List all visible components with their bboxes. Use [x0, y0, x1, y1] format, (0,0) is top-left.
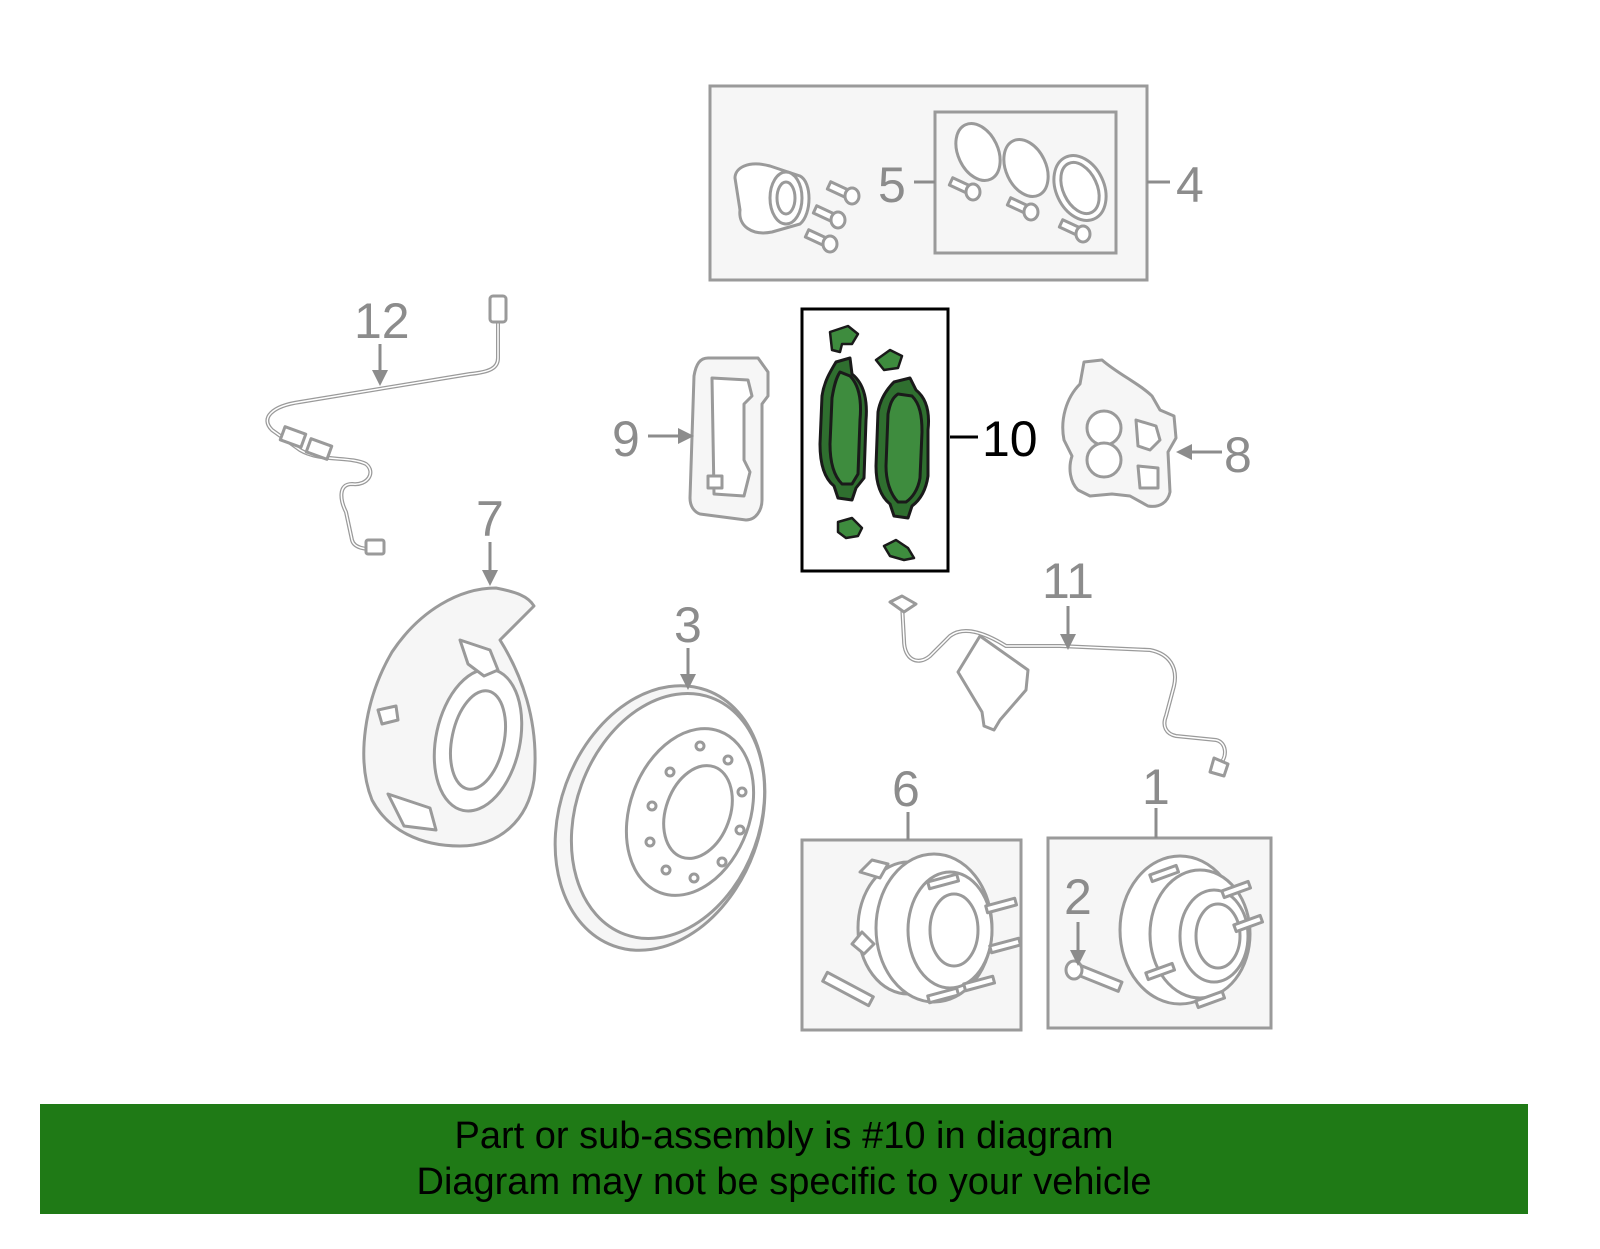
callout-4: 4	[1176, 157, 1204, 213]
part-9-caliper-bracket[interactable]: 9	[612, 356, 770, 522]
bolt-icon	[803, 180, 861, 254]
callout-8: 8	[1224, 427, 1252, 483]
callout-10: 10	[982, 411, 1038, 467]
wheel-stud-icon	[1144, 863, 1265, 1010]
part-6-hub-assembly[interactable]: 6	[800, 761, 1023, 1032]
hub-bolt-icon	[821, 970, 875, 1008]
part-2-hub-bolt[interactable]: 2	[1064, 869, 1124, 993]
pad-clip-icon	[874, 348, 904, 372]
callout-11: 11	[1042, 553, 1094, 609]
notice-line-2: Diagram may not be specific to your vehi…	[416, 1161, 1152, 1203]
callout-12: 12	[354, 293, 410, 349]
callout-2: 2	[1064, 869, 1092, 925]
part-8-caliper[interactable]: 8	[1061, 358, 1252, 508]
part-10-brake-pads[interactable]: 10	[800, 307, 1038, 573]
part-7-splash-shield[interactable]: 7	[362, 491, 537, 848]
callout-6: 6	[892, 761, 920, 817]
wheel-stud-icon	[926, 872, 1023, 1005]
part-11-abs-sensor[interactable]: 11	[888, 553, 1230, 778]
caliper-piston-icon	[733, 162, 811, 235]
callout-3: 3	[674, 597, 702, 653]
callout-1: 1	[1142, 759, 1170, 815]
callout-9: 9	[612, 411, 640, 467]
part-12-abs-sensor[interactable]: 12	[265, 293, 508, 556]
pad-clip-icon	[828, 324, 860, 354]
rotor-bolt-holes	[644, 740, 748, 884]
pad-clip-icon	[836, 516, 864, 540]
pad-clip-icon	[882, 538, 916, 562]
part-4-caliper-kit-group[interactable]: 5 4	[708, 84, 1204, 282]
callout-5: 5	[878, 157, 906, 213]
notice-banner: Part or sub-assembly is #10 in diagram D…	[40, 1104, 1528, 1214]
part-1-hub-bearing[interactable]: 1	[1046, 759, 1273, 1030]
callout-7: 7	[476, 491, 504, 547]
notice-line-1: Part or sub-assembly is #10 in diagram	[454, 1115, 1114, 1157]
part-3-brake-rotor[interactable]: 3	[520, 597, 801, 980]
seal-ring-icon	[954, 122, 1108, 222]
bolt-icon	[947, 176, 1092, 244]
